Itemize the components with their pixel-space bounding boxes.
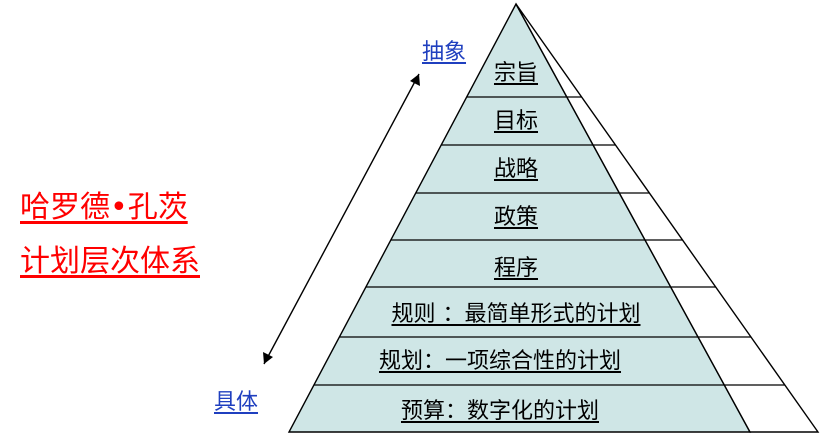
level-strategy: 战略 bbox=[493, 157, 539, 182]
label-abstract: 抽象 bbox=[422, 40, 467, 65]
title-line-1: 哈罗德•孔茨 bbox=[20, 190, 188, 225]
abstraction-arrow bbox=[263, 73, 420, 365]
level-policy: 政策 bbox=[493, 205, 539, 230]
level-dividers bbox=[313, 96, 785, 386]
level-program: 规划：一项综合性的计划 bbox=[378, 349, 622, 374]
level-mission: 宗旨 bbox=[493, 61, 539, 86]
level-budget: 预算：数字化的计划 bbox=[400, 399, 600, 424]
level-procedure: 程序 bbox=[493, 256, 539, 281]
level-rule: 规则 ：最简单形式的计划 bbox=[391, 302, 641, 327]
title-line-2: 计划层次体系 bbox=[20, 244, 200, 279]
label-concrete: 具体 bbox=[214, 390, 259, 415]
pyramid-side-face bbox=[515, 3, 820, 433]
arrow-head-bottom bbox=[263, 352, 273, 364]
level-objective: 目标 bbox=[493, 109, 539, 134]
arrow-head-top bbox=[410, 74, 420, 86]
